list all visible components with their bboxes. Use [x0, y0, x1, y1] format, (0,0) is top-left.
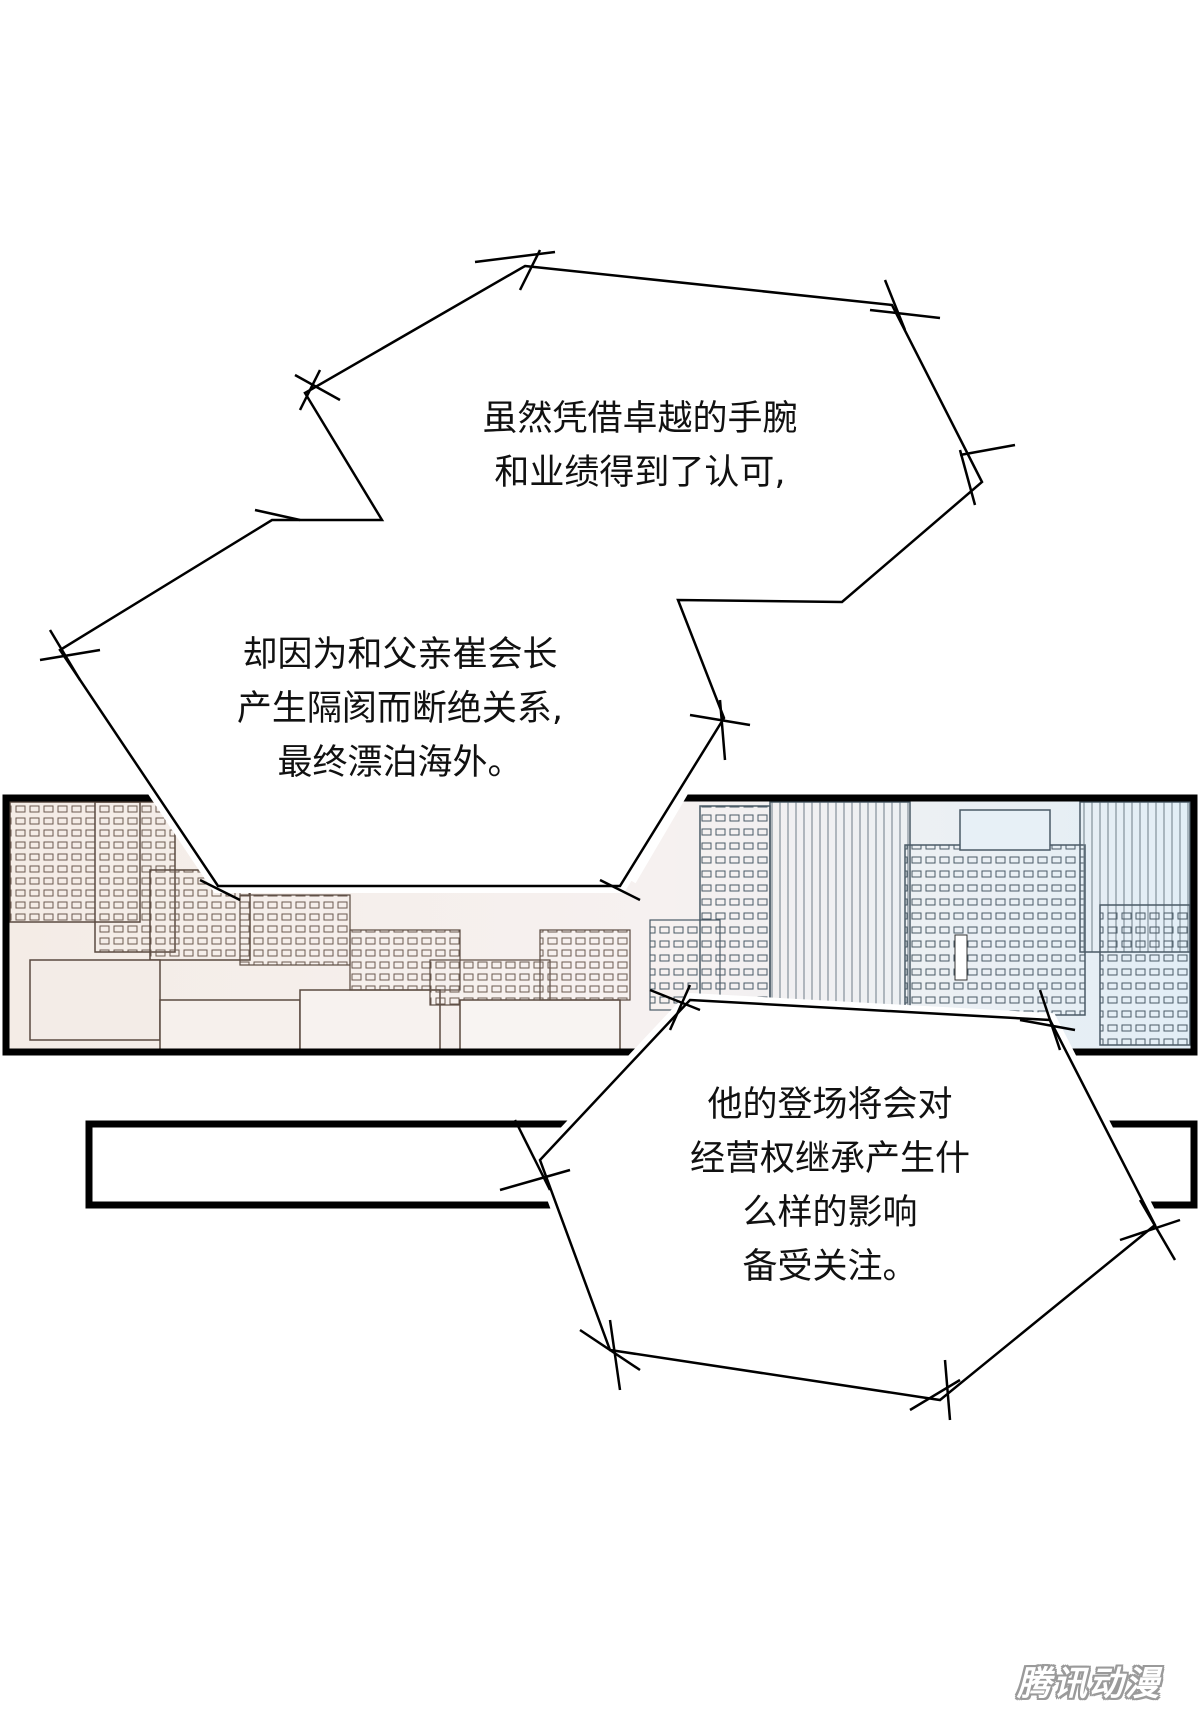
caption-line: 虽然凭借卓越的手腕 [482, 399, 798, 439]
caption-text-top: 虽然凭借卓越的手腕 和业绩得到了认可, [430, 392, 850, 500]
cross-marks-upper [39, 249, 1016, 902]
caption-box-upper [39, 249, 1016, 902]
caption-text-bottom: 他的登场将会对 经营权继承产生什 么样的影响 备受关注。 [640, 1078, 1020, 1294]
caption-box-lower [499, 984, 1181, 1421]
caption-line: 最终漂泊海外。 [277, 743, 523, 783]
caption-line: 和业绩得到了认可, [494, 453, 786, 493]
caption-line: 备受关注。 [742, 1247, 918, 1287]
caption-line: 经营权继承产生什 [689, 1139, 970, 1179]
caption-line: 产生隔阂而断绝关系, [236, 689, 564, 729]
caption-line: 却因为和父亲崔会长 [242, 635, 558, 675]
cross-marks-lower [499, 984, 1181, 1421]
watermark-logo: 腾讯动漫 [1017, 1663, 1161, 1704]
buildings-right [649, 801, 1191, 1046]
caption-text-middle: 却因为和父亲崔会长 产生隔阂而断绝关系, 最终漂泊海外。 [200, 628, 600, 790]
caption-line: 么样的影响 [742, 1193, 918, 1233]
caption-line: 他的登场将会对 [707, 1085, 953, 1125]
